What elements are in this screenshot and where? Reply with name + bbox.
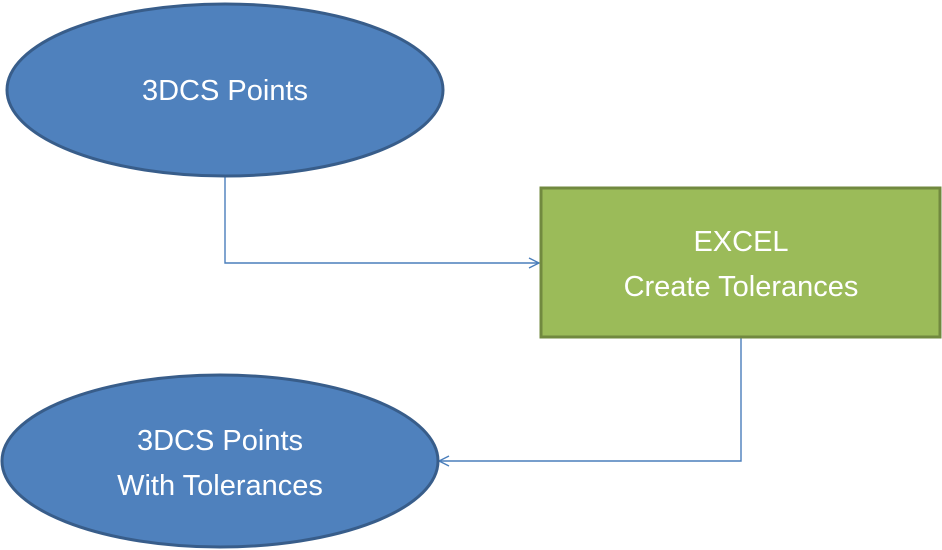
node-3dcs-points-with-tolerances[interactable]: 3DCS Points With Tolerances	[0, 373, 440, 549]
node-excel-label-line2: Create Tolerances	[624, 271, 859, 303]
connector-excel-to-result	[439, 338, 742, 461]
node-3dcs-points-with-tolerances-shape	[0, 373, 440, 549]
node-excel-create-tolerances[interactable]: EXCEL Create Tolerances	[539, 186, 942, 339]
node-excel-shape	[539, 186, 942, 339]
connector-points-to-excel	[224, 176, 539, 263]
node-result-label-line1: 3DCS Points	[137, 425, 303, 457]
node-3dcs-points-shape	[5, 2, 445, 178]
node-3dcs-points-label: 3DCS Points	[142, 75, 308, 107]
node-result-label-line2: With Tolerances	[117, 470, 323, 502]
node-excel-label-line1: EXCEL	[693, 226, 788, 258]
node-3dcs-points[interactable]: 3DCS Points	[5, 2, 445, 178]
